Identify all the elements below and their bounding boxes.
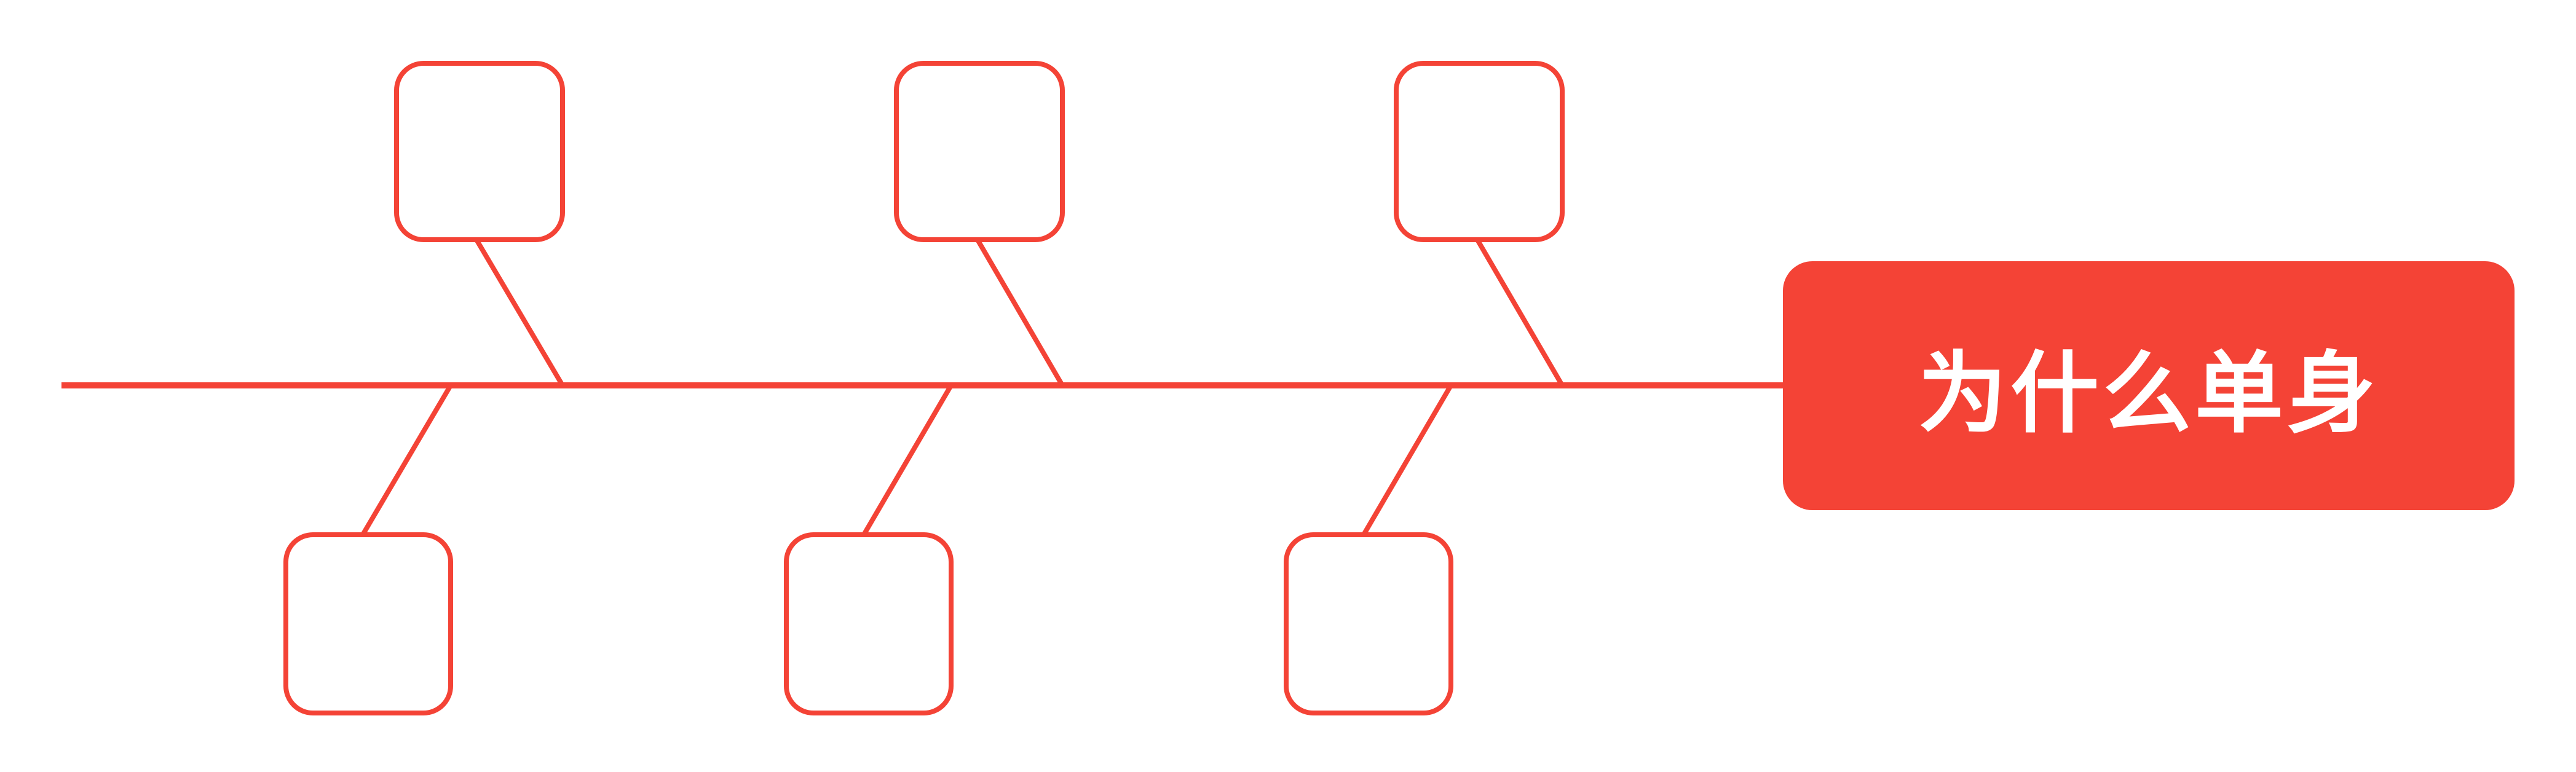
cause-box-top-2[interactable] [894,61,1065,242]
cause-box-bottom-3[interactable] [1284,532,1453,715]
bone-top-1 [474,238,565,387]
cause-box-bottom-2[interactable] [784,532,954,715]
bone-top-2 [975,238,1065,387]
fishbone-head-label: 为什么单身 [1918,341,2379,445]
cause-box-top-3[interactable] [1394,61,1565,242]
bone-top-3 [1475,238,1565,387]
cause-box-bottom-1[interactable] [283,532,453,715]
cause-box-top-1[interactable] [394,61,565,242]
bone-bottom-2 [861,384,954,537]
bone-bottom-1 [360,384,453,537]
bone-bottom-3 [1361,384,1453,537]
fishbone-head-box[interactable]: 为什么单身 [1783,261,2515,510]
